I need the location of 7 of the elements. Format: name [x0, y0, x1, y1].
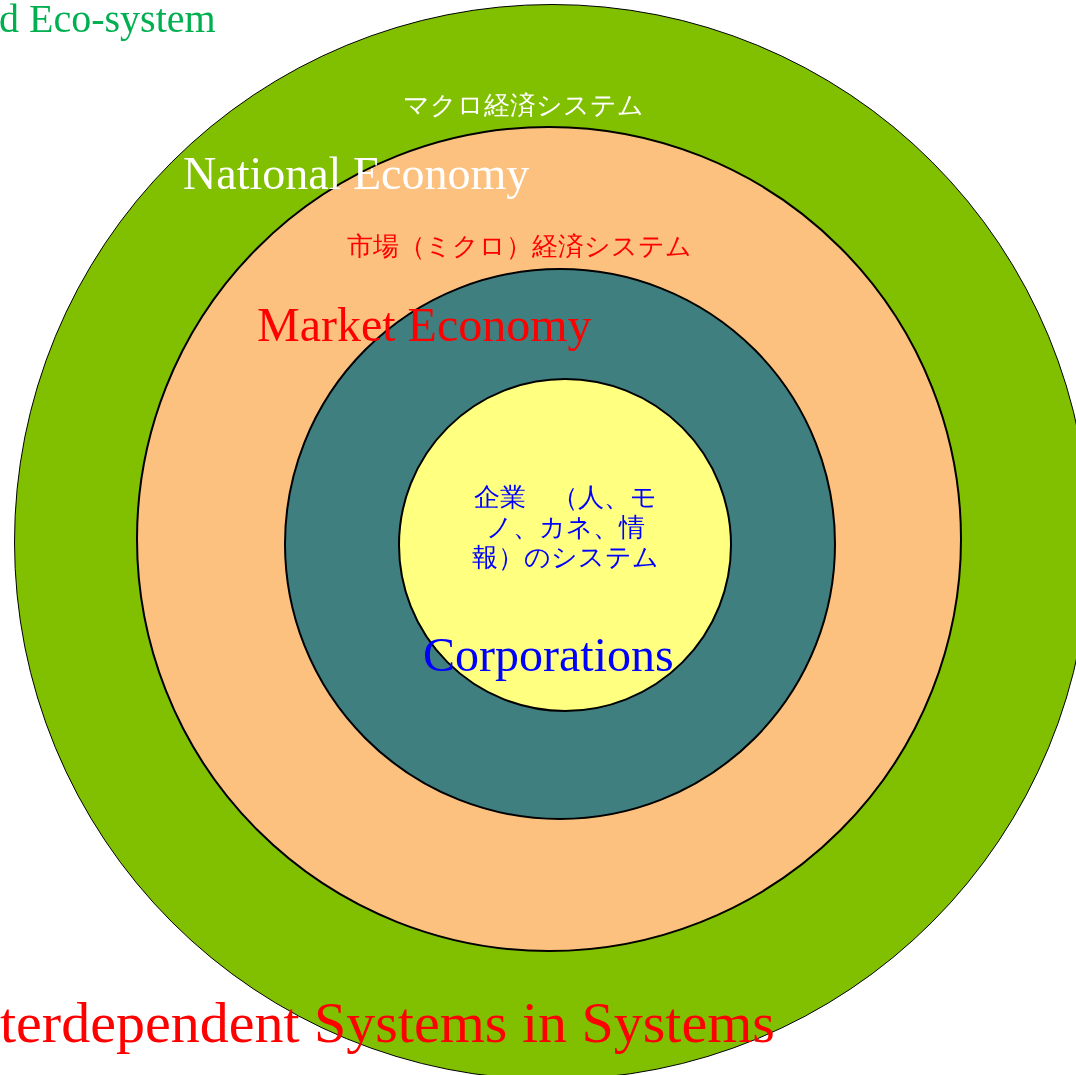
region-label: 市場（ミクロ）経済システム [347, 234, 692, 260]
region-label: Market Economy [257, 301, 592, 349]
region-label: d Eco-system [0, 0, 216, 39]
region-label: 企業 （人、モノ、カネ、情報）のシステム [470, 483, 660, 573]
region-label: National Economy [183, 151, 530, 197]
caption: terdependent Systems in Systems [0, 994, 775, 1052]
region-label: マクロ経済システム [403, 93, 644, 119]
